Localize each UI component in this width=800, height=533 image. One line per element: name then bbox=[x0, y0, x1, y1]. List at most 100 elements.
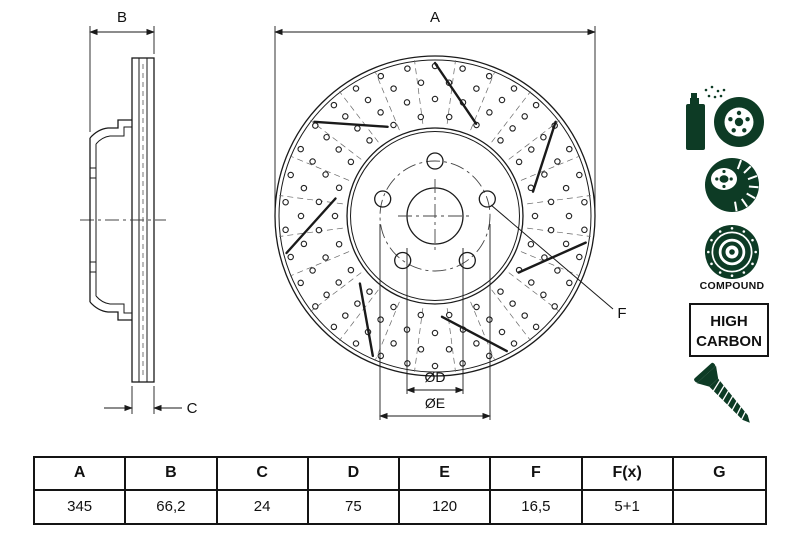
dim-c-label: C bbox=[187, 400, 198, 417]
spec-value-d: 75 bbox=[309, 490, 400, 523]
drill-hole bbox=[528, 146, 535, 153]
drill-hole bbox=[352, 340, 360, 347]
drill-hole bbox=[309, 267, 316, 274]
hole-centerline bbox=[414, 308, 424, 372]
spec-header-d: D bbox=[308, 458, 400, 491]
hole-centerline bbox=[508, 272, 560, 312]
drill-hole bbox=[366, 288, 373, 295]
drill-hole bbox=[459, 65, 466, 72]
drill-hole bbox=[431, 95, 439, 103]
drill-hole bbox=[498, 328, 506, 336]
drill-hole bbox=[498, 96, 506, 104]
drill-hole bbox=[330, 323, 338, 331]
drill-hole bbox=[417, 346, 425, 353]
drill-hole bbox=[417, 113, 425, 121]
hole-centerline bbox=[310, 272, 362, 312]
spec-header-c: C bbox=[217, 458, 309, 491]
drill-hole bbox=[551, 303, 558, 310]
drill-hole bbox=[532, 101, 540, 109]
drill-hole bbox=[322, 171, 329, 178]
hub-bell-bottom bbox=[89, 301, 132, 321]
hole-centerline bbox=[527, 227, 591, 237]
drill-hole bbox=[315, 198, 323, 206]
drill-hole bbox=[531, 212, 539, 220]
compound-icon: COMPOUND bbox=[700, 225, 765, 292]
drill-hole bbox=[528, 279, 535, 286]
dimensions: A B C ØD ØE F bbox=[89, 9, 627, 420]
dim-a-label: A bbox=[430, 9, 440, 26]
drill-hole bbox=[390, 340, 397, 347]
drill-hole bbox=[473, 340, 480, 347]
spec-header-f: F bbox=[491, 458, 583, 491]
disc-slot bbox=[285, 197, 337, 255]
high-carbon-line1: HIGH bbox=[710, 313, 748, 330]
drill-hole bbox=[485, 72, 493, 80]
friction-inner-edge bbox=[346, 127, 524, 305]
technical-drawing: A B C ØD ØE F bbox=[80, 9, 769, 423]
drill-hole bbox=[431, 362, 439, 370]
drill-hole bbox=[354, 125, 361, 132]
drill-hole bbox=[282, 198, 289, 206]
bolt-hole bbox=[374, 190, 392, 208]
drill-hole bbox=[417, 79, 425, 86]
drill-hole bbox=[527, 240, 535, 248]
hole-centerline bbox=[491, 289, 531, 341]
hole-centerline bbox=[527, 195, 591, 205]
drill-hole bbox=[403, 99, 411, 106]
spec-value-b: 66,2 bbox=[126, 490, 218, 523]
drill-hole bbox=[404, 65, 411, 72]
hole-centerline bbox=[374, 301, 400, 362]
drill-hole bbox=[377, 316, 384, 323]
drill-hole bbox=[377, 352, 385, 360]
drill-hole bbox=[297, 279, 304, 287]
drill-hole bbox=[554, 267, 561, 274]
drill-hole bbox=[315, 226, 323, 234]
bolt-hole bbox=[426, 152, 444, 170]
drill-hole bbox=[323, 291, 330, 299]
drill-hole bbox=[562, 240, 570, 248]
drill-hole bbox=[312, 303, 319, 310]
screw-countersunk-head bbox=[696, 365, 719, 387]
hole-centerline bbox=[470, 301, 496, 362]
drill-hole bbox=[335, 240, 343, 248]
drill-hole bbox=[347, 266, 355, 274]
drill-hole bbox=[576, 171, 583, 179]
drill-hole bbox=[485, 352, 493, 360]
drill-hole bbox=[565, 212, 573, 220]
drill-hole bbox=[417, 311, 425, 319]
drill-hole bbox=[335, 184, 343, 192]
hole-centerline bbox=[279, 227, 343, 237]
drill-hole bbox=[541, 171, 548, 178]
drill-hole bbox=[390, 303, 397, 311]
drill-hole bbox=[521, 312, 528, 319]
drill-hole bbox=[300, 240, 308, 248]
compound-label: COMPOUND bbox=[700, 280, 765, 292]
spec-value-f: 16,5 bbox=[491, 490, 583, 523]
drill-hole bbox=[540, 133, 547, 141]
bolt-circle bbox=[379, 160, 491, 272]
drill-hole bbox=[352, 85, 360, 92]
drill-hole bbox=[335, 146, 342, 153]
hole-centerline bbox=[339, 91, 379, 143]
drill-hole bbox=[342, 312, 349, 319]
hole-centerline bbox=[310, 120, 362, 160]
high-carbon-line2: CARBON bbox=[696, 333, 762, 350]
spec-value-fx: 5+1 bbox=[583, 490, 674, 523]
drill-hole bbox=[532, 323, 540, 331]
drill-hole bbox=[554, 158, 561, 165]
drill-hole bbox=[547, 226, 555, 234]
side-view bbox=[80, 57, 166, 383]
screw-head-cap bbox=[694, 362, 716, 383]
drill-hole bbox=[510, 85, 518, 92]
drill-hole bbox=[390, 121, 397, 129]
drill-hole bbox=[581, 226, 588, 234]
drill-hole bbox=[445, 311, 453, 319]
drill-hole bbox=[347, 158, 355, 166]
screw-icon bbox=[694, 362, 750, 423]
hole-centerline bbox=[446, 308, 456, 372]
drill-hole bbox=[322, 254, 329, 261]
spray-can bbox=[686, 104, 705, 150]
spec-header-fx: F(x) bbox=[582, 458, 674, 491]
drill-hole bbox=[486, 109, 493, 116]
drill-hole bbox=[576, 253, 583, 261]
